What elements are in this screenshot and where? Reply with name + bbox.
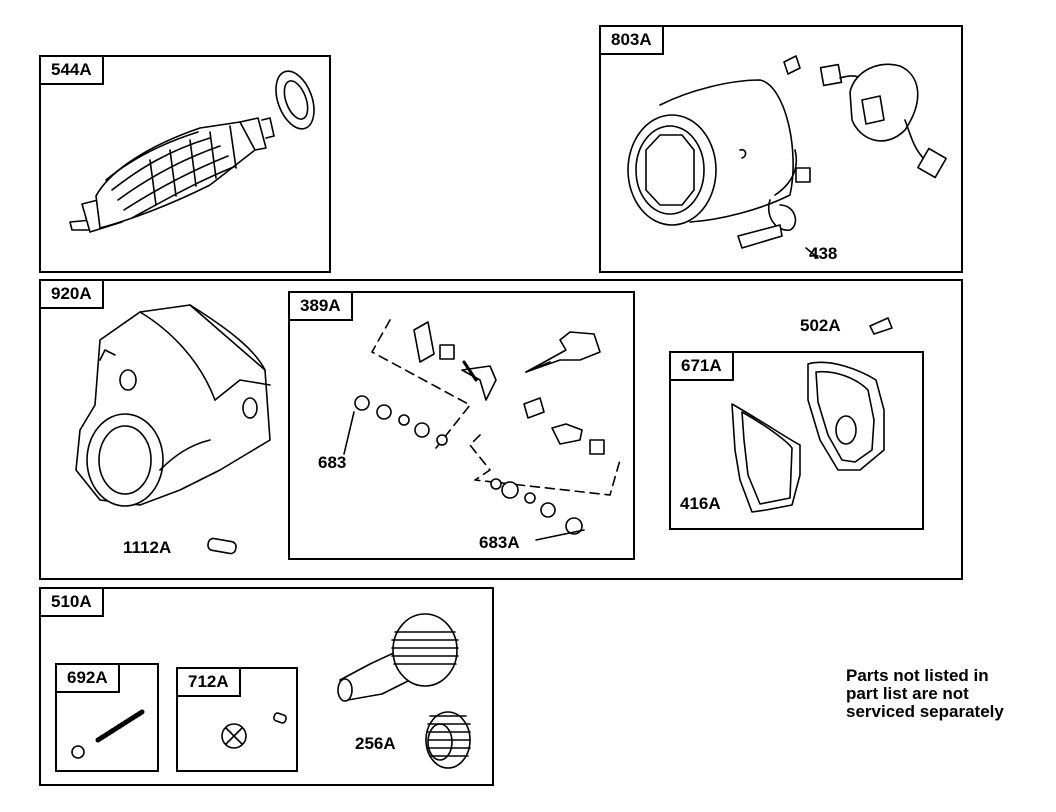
group-692A-panel: 692A <box>55 663 159 772</box>
part-label-683: 683 <box>318 453 347 472</box>
part-label-438: 438 <box>809 244 838 263</box>
group-510A-panel: 510A <box>39 587 494 786</box>
group-544A-label: 544A <box>39 55 104 85</box>
group-510A-label: 510A <box>39 587 104 617</box>
service-note-line-3: serviced separately <box>846 702 1004 721</box>
group-671A-label: 671A <box>669 351 734 381</box>
screw-illustration <box>869 317 893 335</box>
service-note: Parts not listed in part list are not se… <box>846 667 1004 721</box>
spring-and-ball-illustration <box>71 709 145 759</box>
group-920A-label: 920A <box>39 279 104 309</box>
group-692A-label: 692A <box>55 663 120 693</box>
starter-drive-illustration <box>337 613 471 769</box>
group-920A-panel: 920A <box>39 279 963 580</box>
service-note-line-1: Parts not listed in <box>846 666 989 685</box>
armature-illustration <box>69 70 315 233</box>
group-712A-panel: 712A <box>176 667 298 772</box>
group-671A-panel: 671A <box>669 351 924 530</box>
part-label-416A: 416A <box>680 494 721 513</box>
drive-housing-illustration <box>75 304 271 555</box>
group-389A-label: 389A <box>288 291 353 321</box>
service-note-line-2: part list are not <box>846 684 969 703</box>
part-label-683A: 683A <box>479 533 520 552</box>
brush-kit-illustration <box>343 319 621 541</box>
group-803A-panel: 803A <box>599 25 963 273</box>
group-389A-panel: 389A <box>288 291 635 560</box>
field-frame-illustration <box>627 55 947 259</box>
end-cap-seal-illustration <box>731 361 885 513</box>
part-label-1112A: 1112A <box>123 538 172 557</box>
group-544A-panel: 544A <box>39 55 331 273</box>
part-label-256A: 256A <box>355 734 396 753</box>
part-label-502A: 502A <box>800 316 841 335</box>
group-712A-label: 712A <box>176 667 241 697</box>
collar-and-pin-illustration <box>221 712 287 749</box>
group-803A-label: 803A <box>599 25 664 55</box>
